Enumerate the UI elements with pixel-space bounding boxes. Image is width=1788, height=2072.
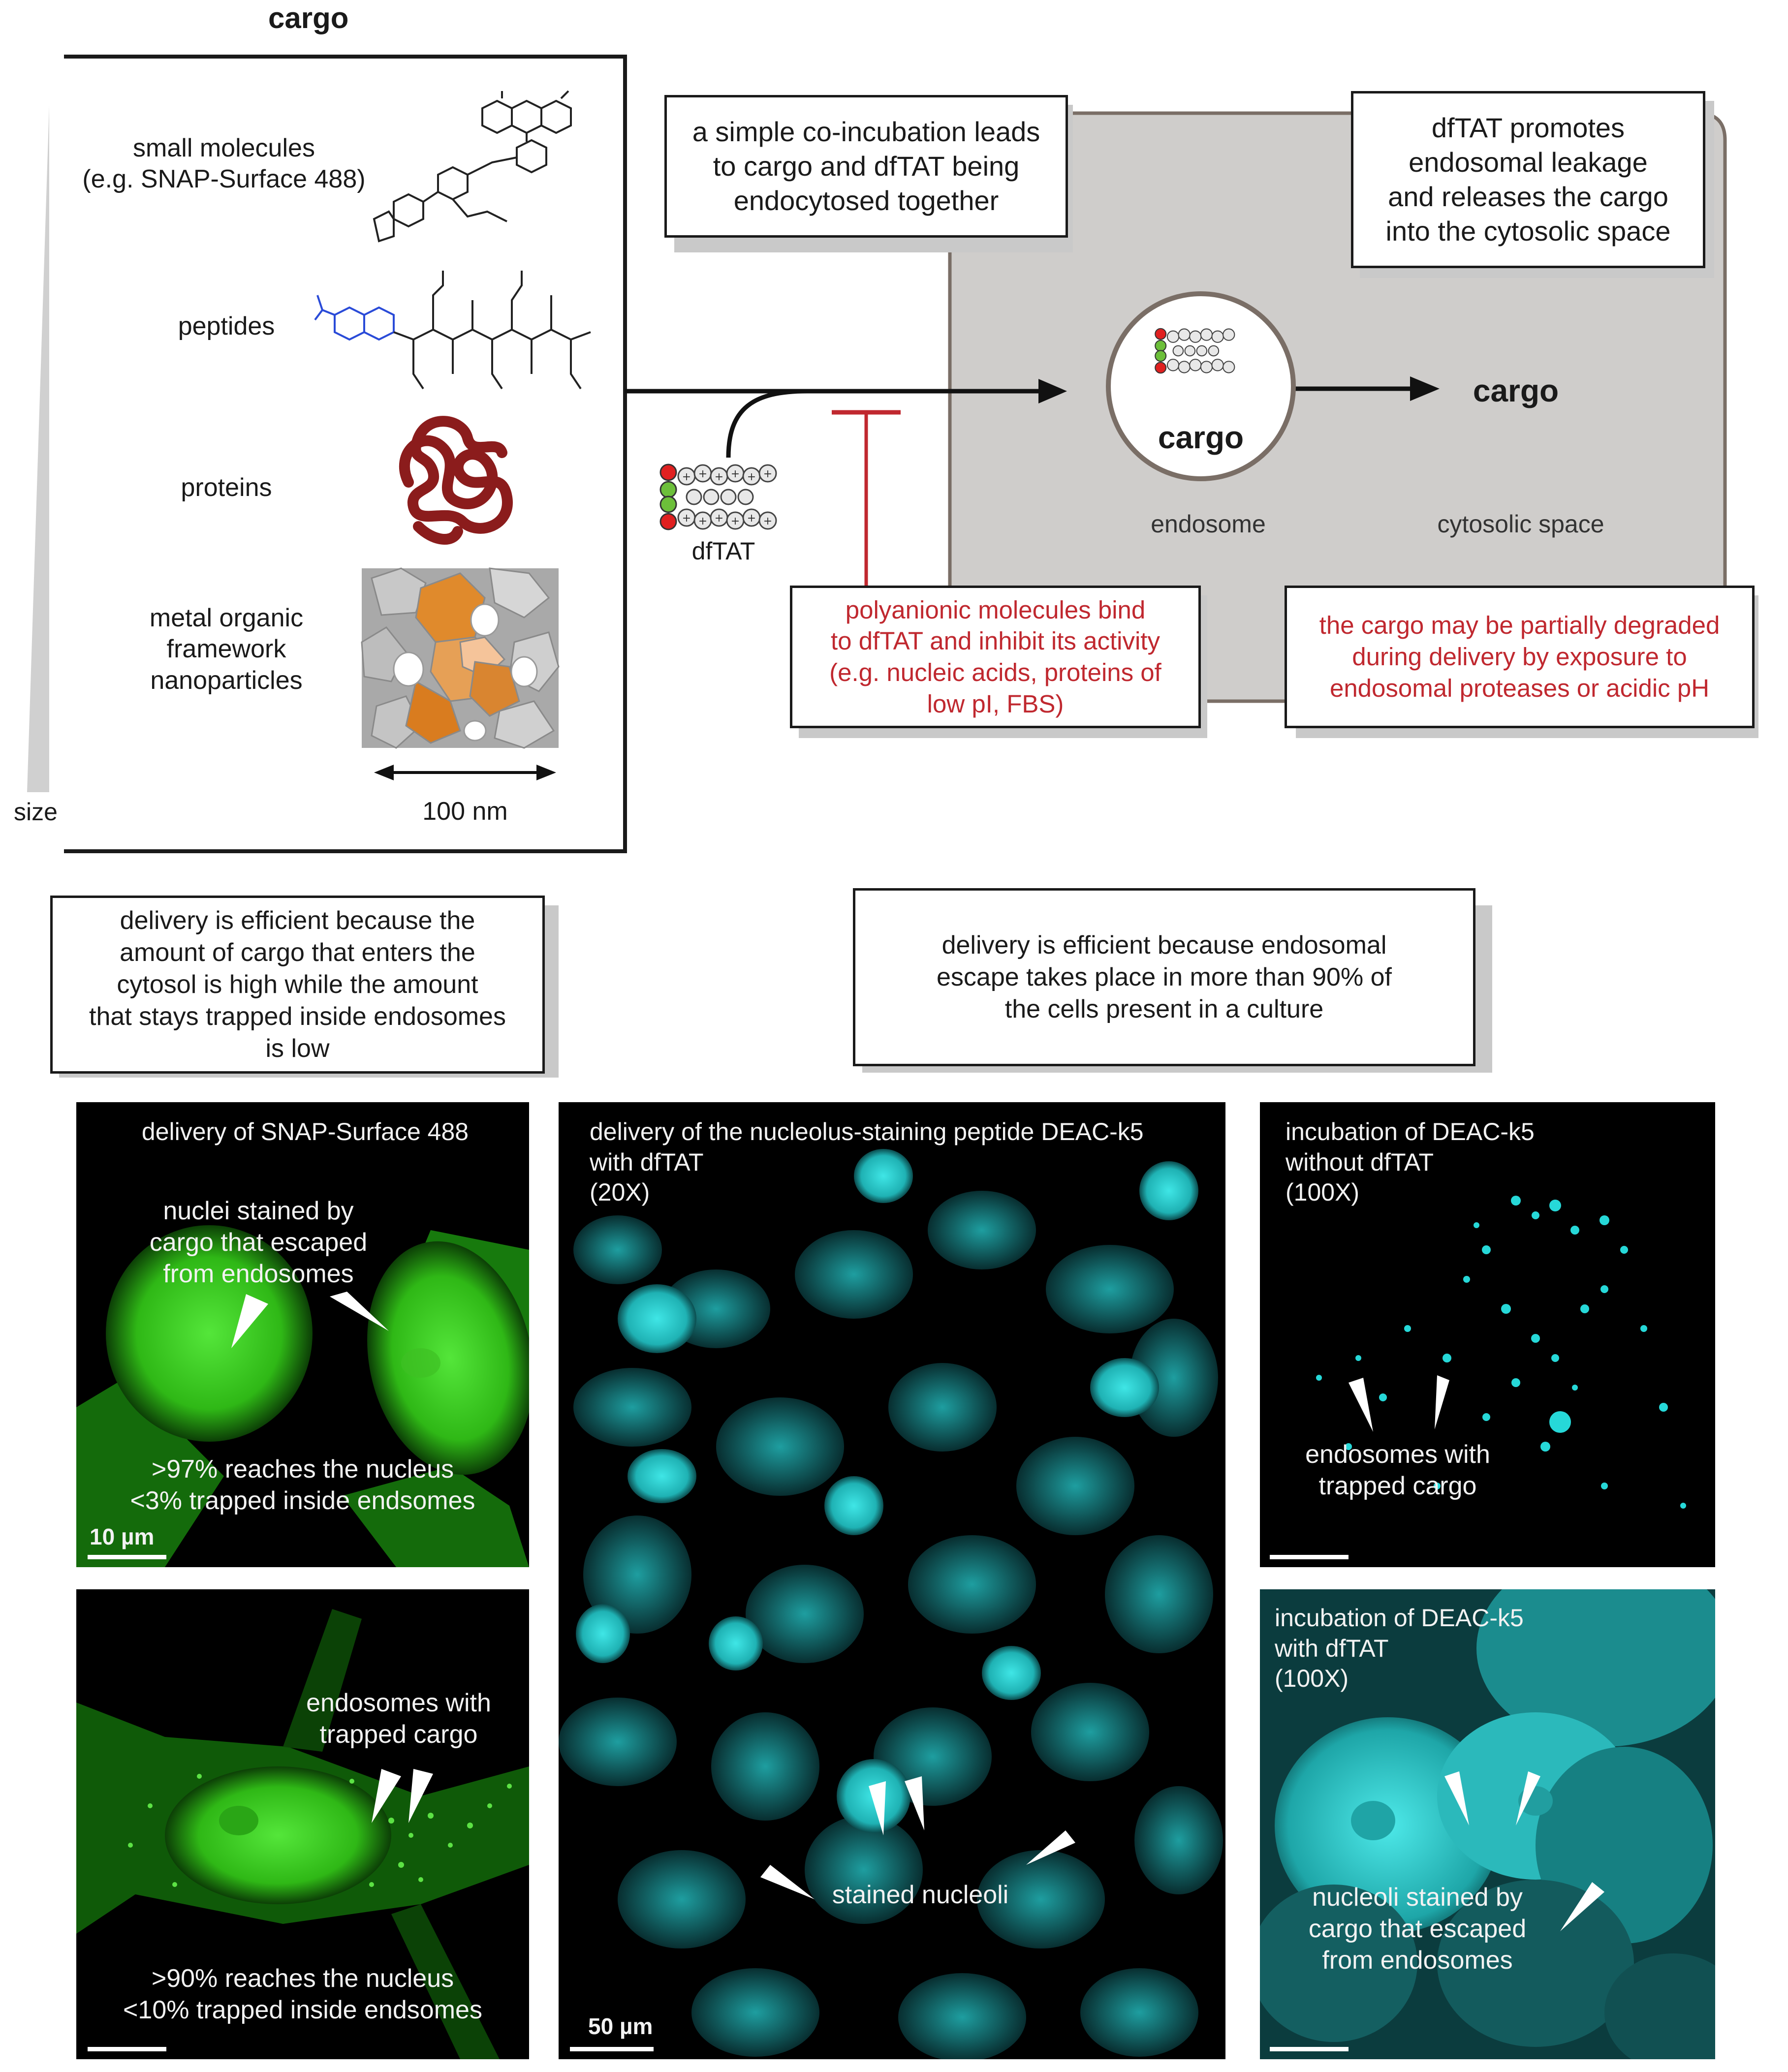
dftat-in-endosome-icon bbox=[1154, 327, 1243, 374]
arrowhead-icon bbox=[1026, 1830, 1075, 1865]
arrowhead-icon bbox=[1430, 1375, 1449, 1429]
arrowhead-icon bbox=[408, 1769, 433, 1823]
arrowhead-icon bbox=[330, 1292, 389, 1331]
arrowhead-icon bbox=[226, 1294, 271, 1348]
deac-with-annotation: nucleoli stained by cargo that escaped f… bbox=[1289, 1882, 1545, 1977]
svg-text:+: + bbox=[747, 471, 756, 483]
svg-text:+: + bbox=[682, 512, 691, 525]
deac-20x-title: delivery of the nucleolus-staining pepti… bbox=[590, 1117, 1220, 1208]
svg-text:+: + bbox=[763, 468, 772, 480]
svg-text:+: + bbox=[715, 512, 723, 525]
svg-text:+: + bbox=[747, 512, 756, 525]
snap-top-scale-label: 10 µm bbox=[90, 1523, 154, 1551]
leakage-note: dfTAT promotes endosomal leakage and rel… bbox=[1351, 91, 1705, 268]
released-cargo-label: cargo bbox=[1442, 371, 1590, 410]
svg-text:+: + bbox=[682, 471, 691, 483]
snap-top-title: delivery of SNAP-Surface 488 bbox=[89, 1117, 522, 1147]
dftat-molecule-icon: + + + + + + + + + + + + bbox=[659, 463, 787, 531]
arrowhead-icon bbox=[372, 1769, 401, 1823]
cytosol-label: cytosolic space bbox=[1417, 509, 1624, 539]
svg-text:+: + bbox=[698, 515, 707, 527]
svg-text:+: + bbox=[731, 515, 740, 527]
arrowhead-icon bbox=[1516, 1771, 1540, 1825]
snap-top-stats: >97% reaches the nucleus <3% trapped ins… bbox=[108, 1454, 497, 1517]
scale-bar bbox=[1270, 1555, 1349, 1559]
deac-with-title: incubation of DEAC-k5 with dfTAT (100X) bbox=[1275, 1603, 1698, 1694]
svg-text:+: + bbox=[715, 471, 723, 483]
coincubation-note: a simple co-incubation leads to cargo an… bbox=[664, 95, 1068, 238]
efficiency-note-cells: delivery is efficient because endosomal … bbox=[853, 888, 1475, 1066]
scale-bar bbox=[1270, 2047, 1349, 2051]
arrowhead-icon bbox=[1560, 1882, 1604, 1931]
scale-bar bbox=[570, 2047, 654, 2051]
deac-without-title: incubation of DEAC-k5 without dfTAT (100… bbox=[1286, 1117, 1709, 1208]
deac-20x-scale-label: 50 µm bbox=[588, 2012, 653, 2041]
svg-text:+: + bbox=[763, 515, 772, 527]
degradation-note: the cargo may be partially degraded duri… bbox=[1285, 586, 1755, 728]
scale-bar bbox=[88, 1555, 166, 1559]
endosome-cargo-label: cargo bbox=[1127, 418, 1275, 457]
arrowhead-icon bbox=[905, 1776, 929, 1830]
arrowhead-icon bbox=[1349, 1378, 1373, 1432]
efficiency-note-amount: delivery is efficient because the amount… bbox=[50, 896, 545, 1074]
dftat-label: dfTAT bbox=[669, 536, 778, 566]
micrograph-deac-20x bbox=[559, 1102, 1225, 2059]
scale-bar bbox=[88, 2047, 166, 2051]
snap-bottom-stats: >90% reaches the nucleus <10% trapped in… bbox=[103, 1963, 502, 2026]
svg-text:+: + bbox=[698, 468, 707, 480]
snap-top-annotation: nuclei stained by cargo that escaped fro… bbox=[125, 1196, 391, 1290]
svg-text:+: + bbox=[731, 468, 740, 480]
arrowhead-icon bbox=[1444, 1771, 1469, 1825]
endosome-label: endosome bbox=[1127, 509, 1289, 539]
inhibition-note: polyanionic molecules bind to dfTAT and … bbox=[790, 586, 1201, 728]
snap-bottom-annotation: endosomes with trapped cargo bbox=[283, 1688, 514, 1751]
arrowhead-icon bbox=[869, 1781, 893, 1835]
deac-without-annotation: endosomes with trapped cargo bbox=[1275, 1439, 1521, 1502]
deac-20x-annotation: stained nucleoli bbox=[797, 1880, 1043, 1911]
